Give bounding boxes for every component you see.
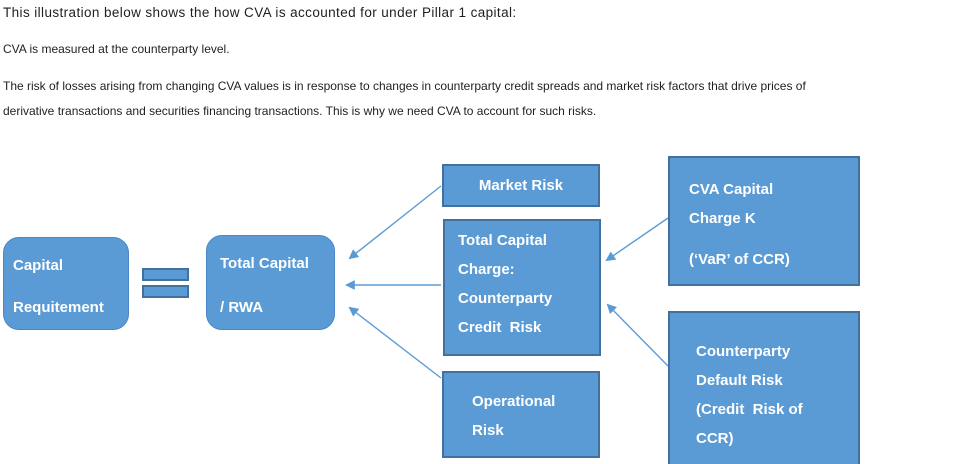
box-line: Total Capital (458, 232, 547, 249)
arrow-cva-charge-to-capital-charge (605, 217, 669, 262)
box-line: Counterparty (696, 343, 791, 360)
box-line: (‘VaR’ of CCR) (689, 251, 790, 268)
box-line: Market Risk (478, 177, 564, 194)
capital-requirement-box: Capital Requitement (3, 237, 129, 330)
total-capital-rwa-box: Total Capital / RWA (206, 235, 335, 330)
equals-bar (142, 268, 189, 281)
box-line: / RWA (220, 299, 264, 316)
operational-risk-box: Operational Risk (442, 371, 600, 458)
counterparty-default-risk-box: Counterparty Default Risk (Credit Risk o… (668, 311, 860, 464)
box-line: Operational (472, 393, 556, 410)
box-line: (Credit Risk of (696, 401, 803, 418)
box-line: CVA Capital (689, 181, 774, 198)
equals-symbol (142, 268, 189, 298)
page-title: This illustration below shows the how CV… (3, 5, 517, 20)
total-capital-charge-box: Total Capital Charge: Counterparty Credi… (443, 219, 601, 356)
box-line: Charge: (458, 261, 515, 278)
box-line: Charge K (689, 210, 756, 227)
box-line: Counterparty (458, 290, 553, 307)
box-line: Default Risk (696, 372, 783, 389)
box-line: Requitement (13, 299, 104, 316)
body-paragraph-line: derivative transactions and securities f… (3, 104, 597, 118)
cva-capital-charge-box: CVA Capital Charge K (‘VaR’ of CCR) (668, 156, 860, 286)
box-line: Risk (472, 422, 504, 439)
market-risk-box: Market Risk (442, 164, 600, 207)
subtitle-text: CVA is measured at the counterparty leve… (3, 42, 230, 56)
box-line: Total Capital (220, 255, 309, 272)
arrow-market-risk-to-total-capital (348, 185, 442, 260)
body-paragraph-line: The risk of losses arising from changing… (3, 79, 806, 93)
equals-bar (142, 285, 189, 298)
arrow-operational-risk-to-total-capital (348, 306, 442, 379)
box-line: Capital (13, 257, 64, 274)
arrow-default-risk-to-capital-charge (606, 303, 669, 367)
box-line: CCR) (696, 430, 734, 447)
body-paragraph: The risk of losses arising from changing… (3, 74, 963, 124)
box-line: Credit Risk (458, 319, 542, 336)
